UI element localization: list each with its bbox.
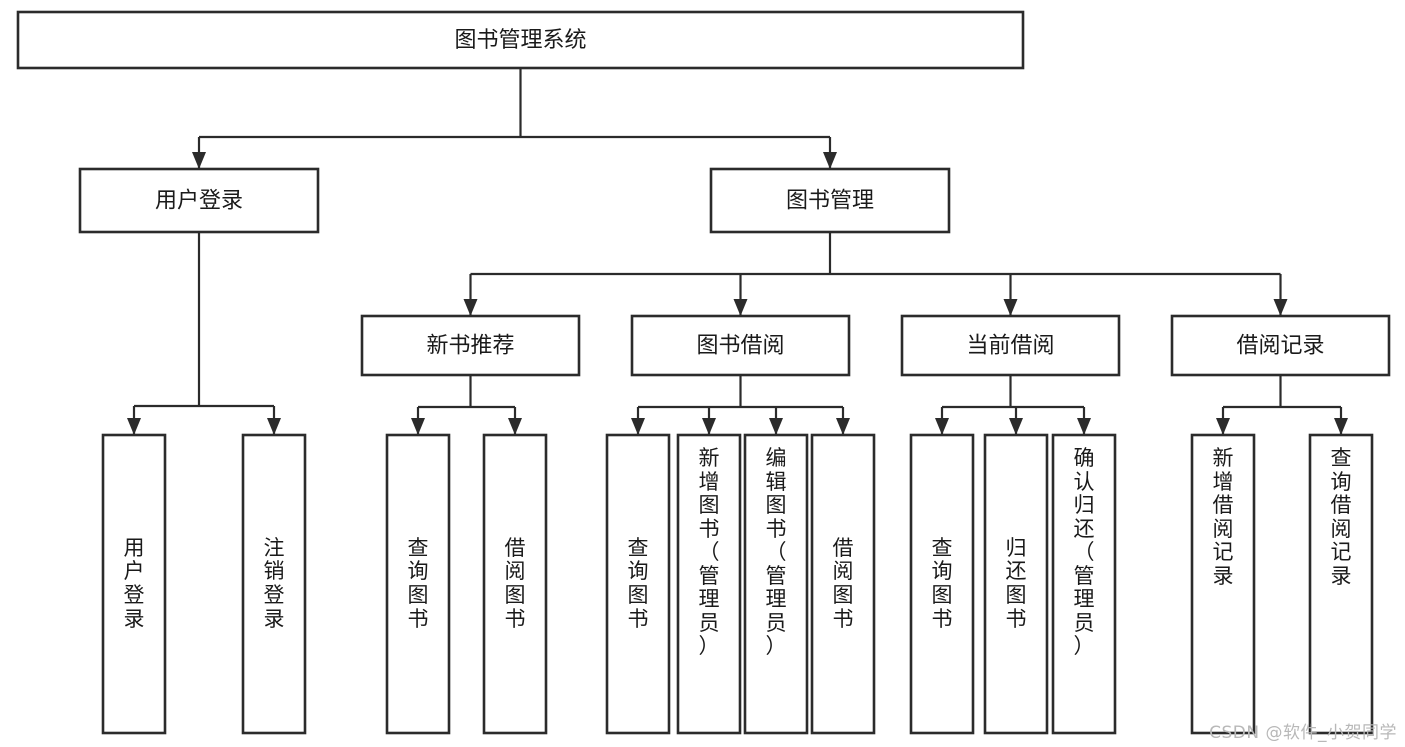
level3-node-label-0: 新书推荐 [426, 334, 514, 359]
arrow-head-icon [769, 418, 783, 435]
root-node-label: 图书管理系统 [454, 28, 586, 53]
arrow-head-icon [836, 418, 850, 435]
arrow-head-icon [1216, 418, 1230, 435]
leaf-node-3[interactable] [482, 433, 548, 735]
arrow-head-icon [631, 418, 645, 435]
leaf-node-6[interactable] [743, 433, 809, 735]
level3-node-label-3: 借阅记录 [1236, 334, 1324, 359]
arrow-head-icon [508, 418, 522, 435]
leaf-node-9[interactable] [983, 433, 1049, 735]
watermark-text: CSDN @软件_小贺同学 [1209, 723, 1397, 743]
arrow-head-icon [411, 418, 425, 435]
level2-node-1[interactable] [709, 167, 951, 234]
arrow-head-icon [1003, 299, 1018, 316]
leaf-node-12[interactable] [1308, 433, 1374, 735]
arrow-head-icon [702, 418, 716, 435]
leaf-node-8[interactable] [909, 433, 975, 735]
root-node[interactable] [16, 10, 1025, 70]
arrow-head-icon [1273, 299, 1288, 316]
level2-node-label-1: 图书管理 [786, 189, 874, 214]
level2-node-label-0: 用户登录 [155, 189, 243, 214]
leaf-node-11[interactable] [1190, 433, 1256, 735]
level3-node-label-1: 图书借阅 [696, 334, 784, 359]
leaf-node-5[interactable] [676, 433, 742, 735]
level3-node-1[interactable] [630, 314, 851, 377]
arrow-head-icon [127, 418, 141, 435]
arrow-head-icon [1077, 418, 1091, 435]
level3-node-3[interactable] [1170, 314, 1391, 377]
arrow-head-icon [823, 152, 837, 169]
level3-node-label-2: 当前借阅 [966, 334, 1054, 359]
leaf-node-7[interactable] [810, 433, 876, 735]
arrow-head-icon [192, 152, 206, 169]
arrow-head-icon [935, 418, 949, 435]
leaf-node-1[interactable] [241, 433, 307, 735]
arrow-head-icon [267, 418, 281, 435]
level2-node-0[interactable] [78, 167, 320, 234]
level3-node-2[interactable] [900, 314, 1121, 377]
connectors-layer [127, 68, 1348, 435]
arrow-head-icon [463, 299, 478, 316]
level3-node-0[interactable] [360, 314, 581, 377]
boxes-layer [16, 10, 1391, 735]
leaf-node-2[interactable] [385, 433, 451, 735]
leaf-node-0[interactable] [101, 433, 167, 735]
arrow-head-icon [1009, 418, 1023, 435]
arrow-head-icon [733, 299, 748, 316]
leaf-node-10[interactable] [1051, 433, 1117, 735]
arrow-head-icon [1334, 418, 1348, 435]
leaf-node-4[interactable] [605, 433, 671, 735]
